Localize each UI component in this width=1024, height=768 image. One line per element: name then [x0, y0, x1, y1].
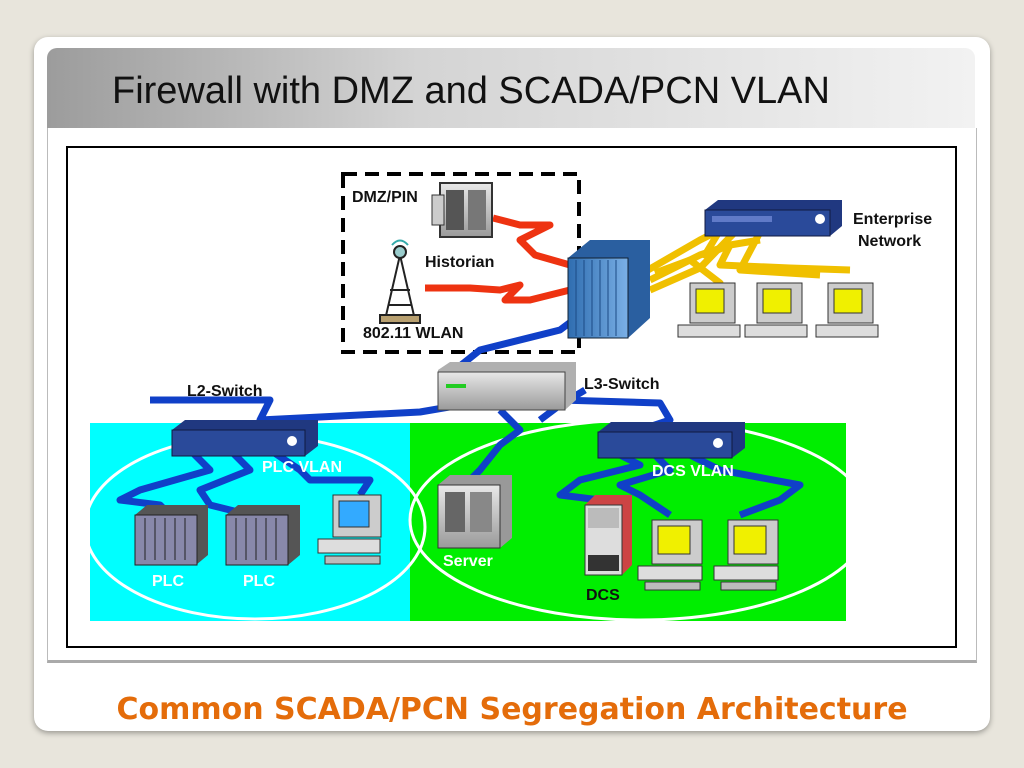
wlan-label: 802.11 WLAN: [363, 325, 463, 342]
historian-link: [492, 214, 571, 269]
enterprise-label-line2: Network: [858, 233, 921, 250]
dcs-pc-1-icon: [637, 519, 703, 591]
dcs-label: DCS: [586, 587, 620, 604]
server-icon: [437, 475, 512, 549]
slide-subtitle: Common SCADA/PCN Segregation Architectur…: [116, 692, 908, 727]
dcs-cabinet-icon: [584, 495, 632, 576]
dcs-switch-icon: [597, 422, 745, 459]
historian-server-icon: [431, 182, 493, 238]
dmz-label: DMZ/PIN: [352, 189, 418, 206]
dcs-pc-2-icon: [713, 519, 779, 591]
plc-2-label: PLC: [243, 573, 275, 590]
enterprise-pc-2: [744, 282, 808, 338]
enterprise-label-line1: Enterprise: [853, 211, 932, 228]
firewall-icon: [567, 240, 650, 339]
plc-zone-pc-icon: [317, 494, 382, 565]
red-links: [425, 214, 571, 304]
historian-label: Historian: [425, 254, 494, 271]
title-bar: [47, 48, 975, 128]
wlan-link: [425, 281, 571, 304]
server-label: Server: [443, 553, 493, 570]
l2-switch-label: L2-Switch: [187, 383, 263, 400]
enterprise-switch-icon: [704, 200, 842, 237]
dcs-vlan-label: DCS VLAN: [652, 463, 734, 480]
dmz-box: [341, 172, 581, 354]
l3-switch-label: L3-Switch: [584, 376, 660, 393]
enterprise-pc-1: [677, 282, 741, 338]
yellow-links: [646, 226, 851, 294]
wlan-tower-icon: [379, 239, 421, 324]
plc-rack-1-icon: [134, 505, 208, 566]
enterprise-pc-icons: [677, 282, 879, 338]
plc-switch-icon: [171, 420, 318, 457]
slide-title: Firewall with DMZ and SCADA/PCN VLAN: [112, 70, 830, 112]
plc-vlan-label: PLC VLAN: [262, 459, 342, 476]
enterprise-pc-3: [815, 282, 879, 338]
dcs-ellipse: [408, 418, 872, 622]
l3-switch-icon: [437, 362, 576, 411]
plc-1-label: PLC: [152, 573, 184, 590]
plc-rack-2-icon: [225, 505, 300, 566]
diagram-border: [66, 146, 957, 648]
